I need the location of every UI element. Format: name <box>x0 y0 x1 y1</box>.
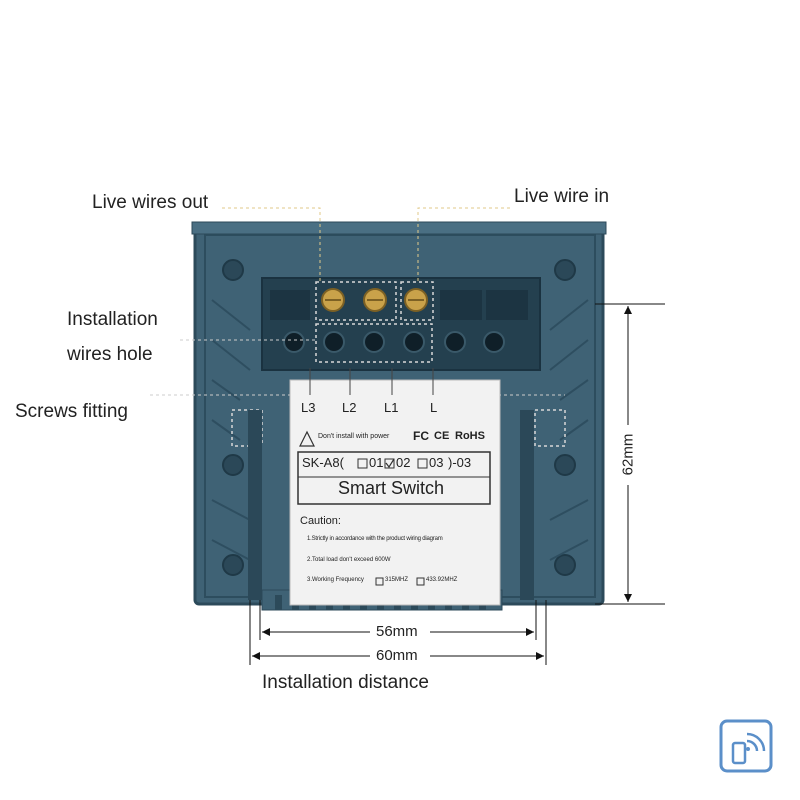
right-screw-box <box>534 409 566 447</box>
freq-option-1: 315MHZ <box>385 577 409 583</box>
rohs-mark: RoHS <box>455 430 485 442</box>
terminal-label-l2: L2 <box>342 400 357 415</box>
caution-title: Caution: <box>300 515 341 527</box>
ce-mark: CE <box>434 430 450 442</box>
caution-line-1: 1.Strictly in accordance with the produc… <box>307 536 443 542</box>
terminal-label-l: L <box>430 400 438 415</box>
installation-distance-label: Installation distance <box>262 672 429 693</box>
model-suffix: )-03 <box>448 455 472 470</box>
model-check-mark <box>385 458 395 469</box>
caution-line-3: 3.Working Frequency <box>307 577 364 583</box>
freq-option-2: 433.92MHZ <box>426 577 458 583</box>
model-opt-01: 01 <box>369 455 384 470</box>
dim-56mm-text: 56mm <box>376 623 418 640</box>
installation-holes-box <box>315 323 433 363</box>
freq-checkbox-2 <box>416 577 425 586</box>
model-checkbox-03 <box>417 458 428 469</box>
leader-live-wire-in <box>417 207 510 282</box>
leader-live-wires-out <box>222 207 321 282</box>
dim-60mm-text: 60mm <box>376 647 418 664</box>
product-name: Smart Switch <box>338 478 445 498</box>
remote-control-wireless-icon <box>719 719 773 773</box>
model-checkbox-02 <box>384 458 395 469</box>
warning-triangle-icon <box>299 430 315 447</box>
live-wire-in-label: Live wire in <box>514 186 610 207</box>
product-label-sticker <box>289 379 501 606</box>
dim-62mm-text: 62mm <box>619 433 637 476</box>
model-checkbox-01 <box>357 458 368 469</box>
model-opt-02: 02 <box>396 455 411 470</box>
freq-checkbox-1 <box>375 577 384 586</box>
live-wires-out-box <box>315 281 397 321</box>
live-wires-out-label: Live wires out <box>92 192 209 213</box>
terminal-label-l1: L1 <box>384 400 399 415</box>
wire-holes <box>283 331 505 353</box>
model-prefix: SK-A8( <box>302 455 344 470</box>
sticker-warning-text: Don't install with power <box>318 433 390 440</box>
installation-label-line2: wires hole <box>67 344 153 365</box>
installation-label-line1: Installation <box>67 309 158 330</box>
corner-screw-holes <box>222 259 576 576</box>
terminal-label-l3: L3 <box>301 400 316 415</box>
caution-line-2: 2.Total load don't exceed 600W <box>307 557 391 563</box>
live-wire-in-box <box>400 281 434 321</box>
fc-mark: FC <box>413 429 429 443</box>
screws-fitting-label: Screws fitting <box>15 401 128 422</box>
model-opt-03: 03 <box>429 455 444 470</box>
